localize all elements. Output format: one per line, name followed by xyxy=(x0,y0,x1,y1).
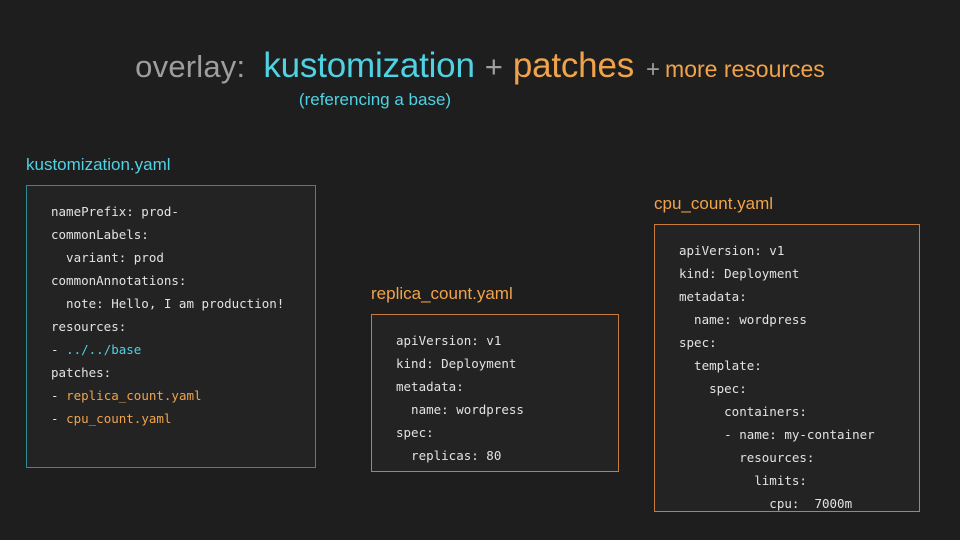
code-line: apiVersion: v1 xyxy=(679,239,903,262)
card-cpu-count-yaml: cpu_count.yaml apiVersion: v1 kind: Deplo… xyxy=(654,195,920,512)
code-line: patches: xyxy=(51,361,299,384)
code-line: resources: xyxy=(679,446,903,469)
code-token-text: - xyxy=(51,411,67,426)
code-line: commonLabels: xyxy=(51,223,299,246)
card-label-kustomization-yaml: kustomization.yaml xyxy=(26,155,171,174)
code-line: kind: Deployment xyxy=(679,262,903,285)
code-token-text: namePrefix: prod- xyxy=(51,204,179,219)
code-line: kind: Deployment xyxy=(396,352,602,375)
code-line: spec: xyxy=(679,331,903,354)
code-token-text: patches: xyxy=(51,365,112,380)
code-token-text: note: Hello, I am production! xyxy=(51,296,285,311)
title-term-kustomization: kustomization xyxy=(263,46,475,85)
code-token-filename: replica_count.yaml xyxy=(66,388,202,403)
code-line: containers: xyxy=(679,400,903,423)
code-line: metadata: xyxy=(679,285,903,308)
code-token-text: apiVersion: v1 xyxy=(679,243,785,258)
code-line: cpu: 7000m xyxy=(679,492,903,515)
code-line: - replica_count.yaml xyxy=(51,384,299,407)
slide-subtitle: (referencing a base) xyxy=(0,90,960,110)
code-token-text: containers: xyxy=(679,404,807,419)
code-token-text: commonAnnotations: xyxy=(51,273,187,288)
slide-title: overlay:kustomization+patches+more resou… xyxy=(0,48,960,83)
code-line: metadata: xyxy=(396,375,602,398)
code-token-text: cpu: 7000m xyxy=(679,496,853,511)
code-line: name: wordpress xyxy=(396,398,602,421)
card-label-replica-count-yaml: replica_count.yaml xyxy=(371,284,513,303)
code-line: resources: xyxy=(51,315,299,338)
code-token-text: apiVersion: v1 xyxy=(396,333,502,348)
code-token-filename: cpu_count.yaml xyxy=(66,411,172,426)
code-line: name: wordpress xyxy=(679,308,903,331)
code-token-text: kind: Deployment xyxy=(396,356,517,371)
code-token-text: metadata: xyxy=(396,379,464,394)
code-line: spec: xyxy=(679,377,903,400)
code-line: - name: my-container xyxy=(679,423,903,446)
title-term-more-resources: more resources xyxy=(665,56,825,82)
code-token-path: ../../base xyxy=(66,342,142,357)
code-token-text: - xyxy=(51,388,67,403)
code-token-text: spec: xyxy=(679,381,747,396)
title-overlay-prefix: overlay: xyxy=(135,49,246,84)
title-term-patches: patches xyxy=(512,46,635,85)
code-token-text: resources: xyxy=(679,450,815,465)
code-token-text: resources: xyxy=(51,319,127,334)
code-line: replicas: 80 xyxy=(396,444,602,467)
code-token-text: spec: xyxy=(679,335,717,350)
code-line: commonAnnotations: xyxy=(51,269,299,292)
code-token-text: template: xyxy=(679,358,762,373)
code-token-text: kind: Deployment xyxy=(679,266,800,281)
code-line: note: Hello, I am production! xyxy=(51,292,299,315)
title-plus-first: + xyxy=(484,49,503,84)
code-token-text: name: wordpress xyxy=(396,402,524,417)
code-token-text: - name: my-container xyxy=(679,427,875,442)
code-token-text: spec: xyxy=(396,425,434,440)
code-line: apiVersion: v1 xyxy=(396,329,602,352)
code-token-text: metadata: xyxy=(679,289,747,304)
code-line: - cpu_count.yaml xyxy=(51,407,299,430)
code-block-kustomization-yaml: namePrefix: prod-commonLabels: variant: … xyxy=(26,185,316,468)
card-label-cpu-count-yaml: cpu_count.yaml xyxy=(654,194,774,213)
code-line: namePrefix: prod- xyxy=(51,200,299,223)
code-line: variant: prod xyxy=(51,246,299,269)
code-line: spec: xyxy=(396,421,602,444)
card-replica-count-yaml: replica_count.yaml apiVersion: v1 kind: D… xyxy=(371,285,619,472)
code-line: limits: xyxy=(679,469,903,492)
code-token-text: name: wordpress xyxy=(679,312,807,327)
code-token-text: replicas: 80 xyxy=(396,448,502,463)
title-plus-second: + xyxy=(646,56,661,83)
code-token-text: - xyxy=(51,342,67,357)
code-token-text: commonLabels: xyxy=(51,227,149,242)
code-token-text: limits: xyxy=(679,473,807,488)
code-line: template: xyxy=(679,354,903,377)
card-kustomization-yaml: kustomization.yaml namePrefix: prod-comm… xyxy=(26,156,316,468)
subtitle-text: (referencing a base) xyxy=(298,90,452,109)
code-token-text: variant: prod xyxy=(51,250,164,265)
code-line: - ../../base xyxy=(51,338,299,361)
